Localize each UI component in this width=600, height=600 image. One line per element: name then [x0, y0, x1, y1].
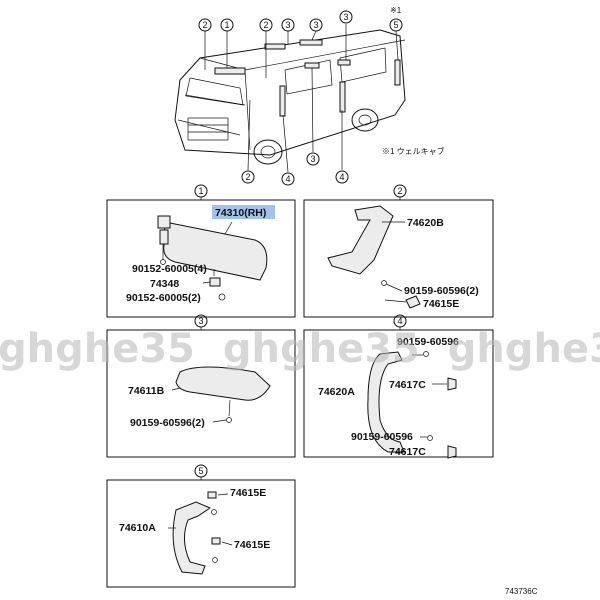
callout-top-6: 3: [339, 10, 353, 24]
callout-top-2: 1: [220, 18, 234, 32]
svg-text:2: 2: [202, 20, 207, 30]
label-90152-4: 90152-60005(4): [132, 263, 207, 275]
callout-bottom-3: 3: [306, 152, 320, 166]
label-90159-2-a: 90159-60596(2): [404, 285, 479, 297]
svg-text:3: 3: [285, 20, 290, 30]
svg-text:2: 2: [397, 186, 402, 196]
label-74615E-a: 74615E: [423, 298, 459, 310]
svg-text:4: 4: [397, 316, 402, 326]
callout-wellcab: 5: [389, 18, 403, 32]
callout-bottom-2: 4: [281, 172, 295, 186]
svg-text:2: 2: [245, 172, 250, 182]
panel-3-grip-handle: 3 74611B 90159-60596(2): [106, 314, 296, 458]
label-74615E-c: 74615E: [234, 539, 270, 551]
callout-top-3: 2: [259, 18, 273, 32]
van-overview: 2 1 2 3 3 3 ※1 5 2: [174, 6, 445, 186]
svg-text:5: 5: [198, 466, 203, 476]
figure-code: 743736C: [505, 587, 538, 596]
label-90152-2: 90152-60005(2): [126, 292, 201, 304]
callout-top-4: 3: [281, 18, 295, 32]
svg-text:1: 1: [198, 186, 203, 196]
label-74348: 74348: [150, 278, 179, 290]
label-90159-d: 90159-60596: [351, 431, 413, 443]
svg-text:1: 1: [224, 20, 229, 30]
watermark: ghghe35 ghghe35 ghghe35: [0, 326, 600, 372]
callout-bottom-4: 4: [335, 170, 349, 184]
label-74610A: 74610A: [119, 522, 156, 534]
label-74615E-b: 74615E: [230, 487, 266, 499]
svg-text:5: 5: [393, 20, 398, 30]
panel-1-sun-visor: 1 74310(RH) 90152-60005(4) 74348 90152-6…: [106, 184, 296, 318]
label-90159-2-b: 90159-60596(2): [130, 417, 205, 429]
label-74617C-b: 74617C: [389, 446, 426, 458]
label-74617C-a: 74617C: [389, 379, 426, 391]
svg-text:4: 4: [339, 172, 344, 182]
panel-4-grip: 4 90159-60596 74617C 74620A 90159-60596 …: [303, 314, 494, 459]
label-74620A: 74620A: [318, 386, 355, 398]
wellcab-note: ※1 ウェルキャブ: [382, 146, 445, 156]
svg-text:3: 3: [313, 20, 318, 30]
callout-top-1: 2: [198, 18, 212, 32]
callout-bottom-1: 2: [241, 170, 255, 184]
label-74611B: 74611B: [128, 385, 165, 397]
part-highlight: [212, 205, 275, 219]
svg-text:4: 4: [285, 174, 290, 184]
panel-2-assist-grip: 2 74620B 90159-60596(2) 74615E: [303, 184, 494, 318]
panel-5-grip: 5 74615E 74610A 74615E: [106, 464, 296, 588]
svg-text:3: 3: [310, 154, 315, 164]
label-74310: 74310(RH): [215, 207, 266, 219]
label-90159-c: 90159-60596: [397, 336, 459, 348]
svg-text:3: 3: [198, 316, 203, 326]
wellcab-marker: ※1: [390, 6, 402, 15]
svg-text:2: 2: [263, 20, 268, 30]
label-74620B: 74620B: [407, 217, 444, 229]
callout-top-5: 3: [309, 18, 323, 32]
svg-text:3: 3: [343, 12, 348, 22]
